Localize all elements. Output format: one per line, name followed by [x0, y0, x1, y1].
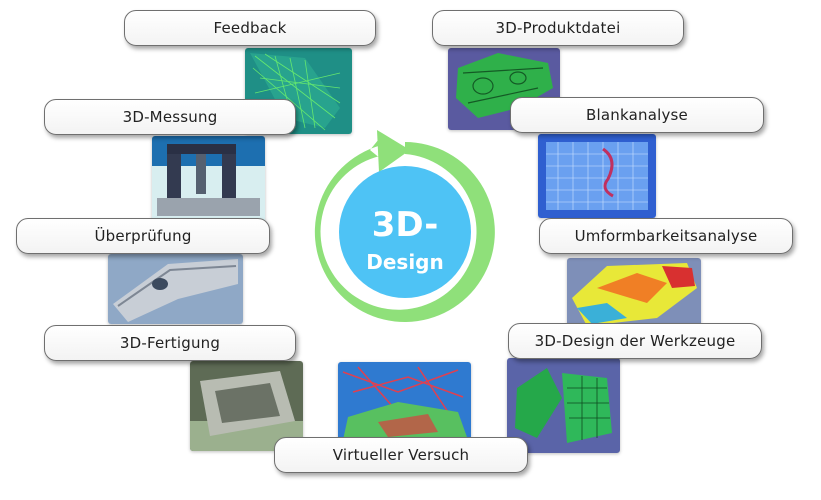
- step-3d-produktdatei[interactable]: 3D-Produktdatei: [432, 10, 684, 46]
- formability-image: [567, 258, 701, 330]
- tool-design-image: [507, 358, 620, 453]
- step-3d-design-werkzeuge[interactable]: 3D-Design der Werkzeuge: [508, 323, 762, 359]
- cycle-arrow-head-icon: [377, 130, 410, 172]
- step-ueberpruefung[interactable]: Überprüfung: [16, 218, 270, 254]
- step-3d-fertigung[interactable]: 3D-Fertigung: [44, 325, 296, 361]
- step-virtueller-versuch[interactable]: Virtueller Versuch: [274, 437, 528, 473]
- virtual-trial-image: [338, 362, 471, 440]
- step-3d-messung[interactable]: 3D-Messung: [44, 99, 296, 135]
- step-blankanalyse[interactable]: Blankanalyse: [510, 97, 764, 133]
- center-subtitle: Design: [366, 250, 444, 274]
- cycle-ring: [314, 130, 495, 322]
- measurement-image: [152, 136, 265, 226]
- step-feedback[interactable]: Feedback: [124, 10, 376, 46]
- center-circle: [339, 166, 471, 298]
- blank-analysis-image: [538, 134, 656, 218]
- step-umformbarkeitsanalyse[interactable]: Umformbarkeitsanalyse: [539, 218, 793, 254]
- manufacturing-image: [190, 361, 303, 451]
- inspection-image: [108, 254, 243, 324]
- center-title: 3D-: [371, 205, 439, 245]
